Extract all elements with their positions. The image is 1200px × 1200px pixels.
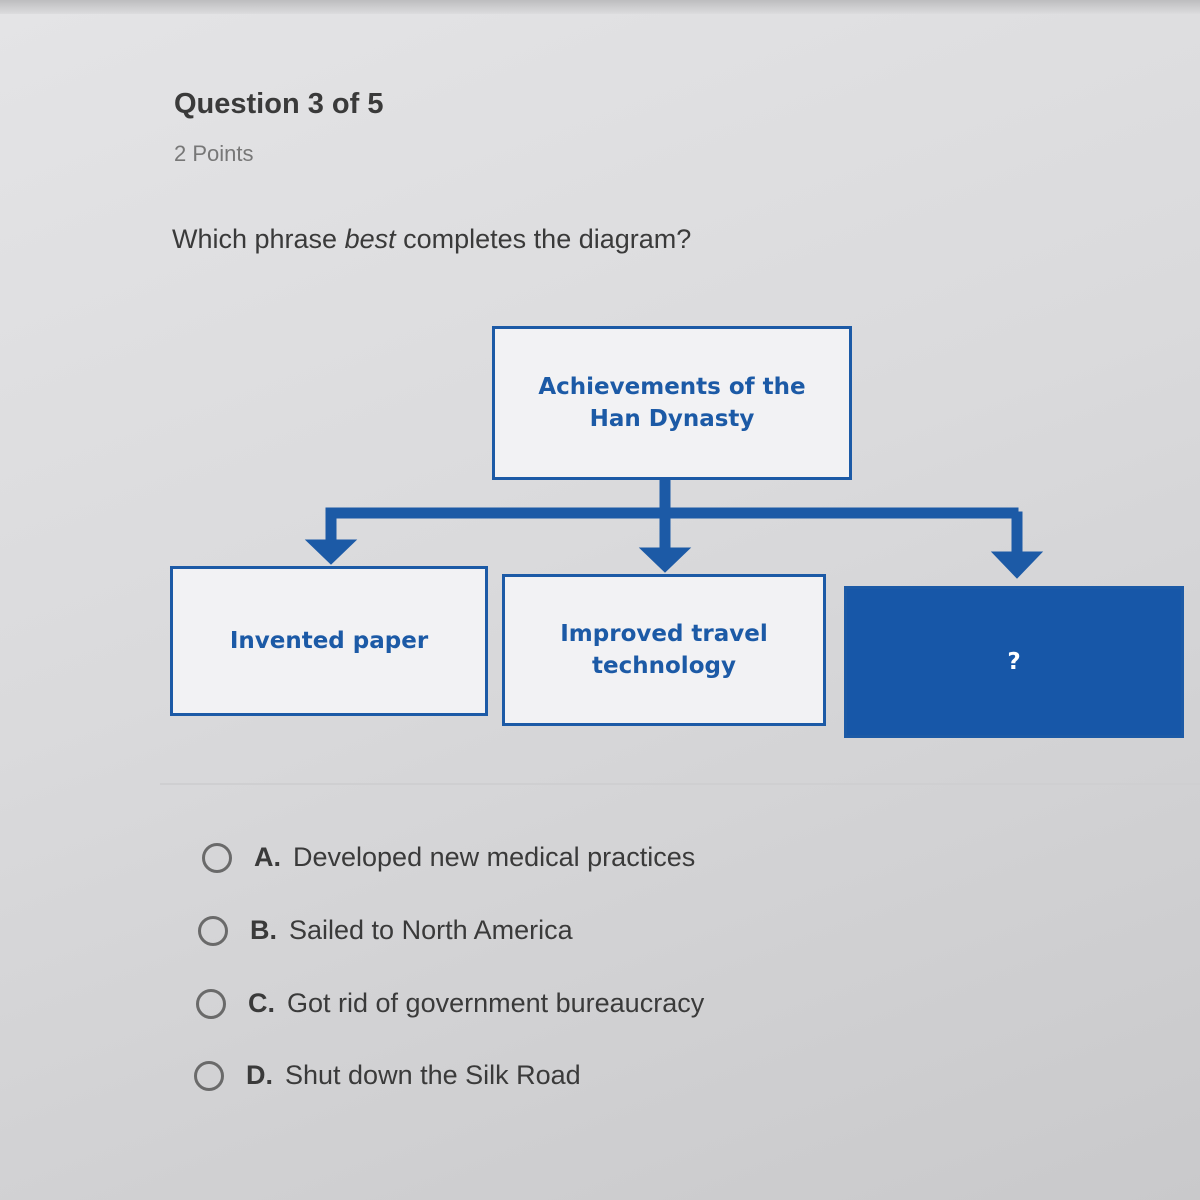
- unknown-label: ?: [1007, 648, 1021, 675]
- connector-right: [1011, 511, 1023, 553]
- option-text: Got rid of government bureaucracy: [287, 988, 705, 1018]
- child-label: Improved travel technology: [560, 620, 768, 679]
- answer-option-b[interactable]: B. Sailed to North America: [198, 915, 573, 946]
- radio-button[interactable]: [198, 915, 228, 946]
- radio-button[interactable]: [196, 988, 226, 1019]
- option-letter: B.: [250, 915, 277, 945]
- divider: [160, 783, 1200, 785]
- arrow-middle-icon: [638, 547, 692, 573]
- connector-left: [325, 507, 337, 545]
- option-letter: A.: [254, 842, 281, 872]
- arrow-right-icon: [990, 551, 1044, 579]
- question-prompt: Which phrase best completes the diagram?: [172, 224, 691, 255]
- option-text: Shut down the Silk Road: [285, 1060, 581, 1090]
- option-letter: C.: [248, 988, 275, 1018]
- diagram-unknown-box: ?: [844, 586, 1184, 738]
- diagram-child-box: Invented paper: [170, 566, 488, 716]
- root-label: Achievements of the Han Dynasty: [538, 373, 806, 432]
- prompt-text-end: completes the diagram?: [395, 224, 692, 254]
- connector-middle: [659, 507, 671, 549]
- arrow-left-icon: [304, 539, 358, 565]
- option-letter: D.: [246, 1060, 273, 1090]
- connector-bar: [325, 507, 1019, 519]
- diagram-child-box: Improved travel technology: [502, 574, 826, 726]
- child-label: Invented paper: [229, 627, 429, 654]
- option-text: Developed new medical practices: [293, 842, 696, 872]
- points-label: 2 Points: [174, 141, 254, 166]
- radio-button[interactable]: [202, 842, 232, 873]
- answer-option-d[interactable]: D. Shut down the Silk Road: [194, 1060, 581, 1091]
- question-title: Question 3 of 5: [174, 88, 384, 120]
- radio-button[interactable]: [194, 1060, 224, 1091]
- answer-option-a[interactable]: A. Developed new medical practices: [202, 842, 695, 873]
- answer-option-c[interactable]: C. Got rid of government bureaucracy: [196, 988, 704, 1019]
- prompt-emphasis: best: [344, 224, 396, 254]
- option-text: Sailed to North America: [289, 915, 573, 945]
- diagram-root-box: Achievements of the Han Dynasty: [492, 326, 852, 480]
- screen-edge: [0, 0, 1200, 14]
- prompt-text: Which phrase: [172, 224, 345, 254]
